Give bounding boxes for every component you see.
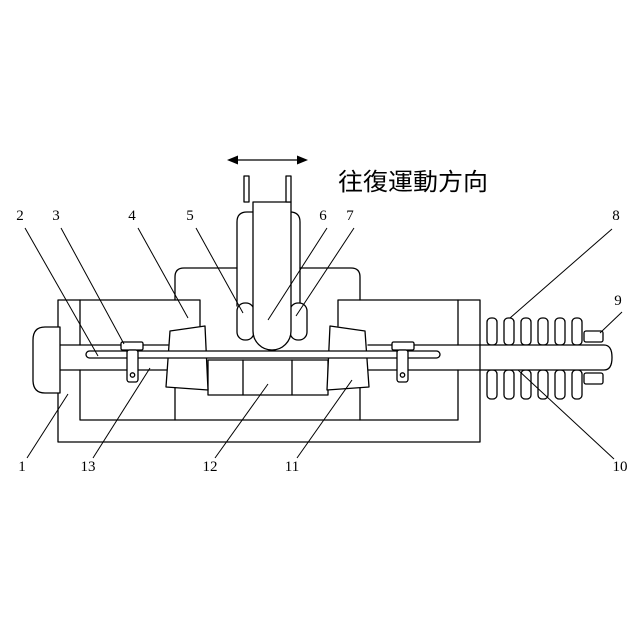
callout-label-8: 8 [612, 208, 620, 224]
reciprocating-direction-arrow [227, 156, 308, 165]
fork-prong-right [286, 176, 291, 202]
callout-label-2: 2 [16, 208, 24, 224]
spring-coil [538, 318, 548, 345]
callout-label-1: 1 [18, 459, 26, 475]
callout-label-11: 11 [285, 459, 299, 475]
arrow-head-left [227, 156, 238, 165]
clamp-left-cap [121, 342, 143, 350]
clamp-right-pin [400, 373, 404, 377]
clamp-right [392, 342, 414, 382]
spring-end-cap-bottom [584, 373, 603, 384]
callout-label-13: 13 [81, 459, 96, 475]
spring-coil [487, 370, 497, 399]
clamp-left-pin [130, 373, 134, 377]
bottom-block [208, 360, 328, 395]
spring-coil [572, 318, 582, 345]
handle-knob [33, 327, 60, 393]
pad-right [290, 303, 307, 340]
clamp-right-cap [392, 342, 414, 350]
spring-coil [521, 318, 531, 345]
spring-coil [487, 318, 497, 345]
leader-line-3 [61, 228, 124, 344]
pad-left [237, 303, 254, 340]
leader-line-1 [27, 394, 68, 458]
arrow-head-right [297, 156, 308, 165]
spring-coil [555, 318, 565, 345]
spring-coils-bottom [487, 370, 582, 399]
leader-lines [25, 228, 622, 459]
leader-line-13 [93, 368, 150, 458]
callout-label-7: 7 [346, 208, 354, 224]
spring-coil [504, 318, 514, 345]
leader-line-8 [510, 229, 612, 318]
motion-direction-caption: 往復運動方向 [338, 168, 488, 196]
callout-label-4: 4 [128, 208, 136, 224]
leader-line-4 [138, 228, 188, 318]
spring-assembly [480, 318, 612, 399]
spring-coil [572, 370, 582, 399]
spring-coil [538, 370, 548, 399]
bottom-block-body [208, 360, 328, 395]
leader-line-7 [296, 228, 354, 316]
leader-line-5 [196, 228, 243, 313]
spring-shaft [480, 345, 612, 370]
callout-label-3: 3 [52, 208, 60, 224]
callout-label-5: 5 [186, 208, 194, 224]
spring-coil [504, 370, 514, 399]
callout-label-9: 9 [614, 293, 622, 309]
fork-prong-left [244, 176, 249, 202]
clamp-left [121, 342, 143, 382]
reciprocating-slider [253, 202, 291, 350]
spring-coil [555, 370, 565, 399]
leader-line-9 [600, 312, 622, 333]
callout-label-12: 12 [203, 459, 218, 475]
callout-label-10: 10 [613, 459, 628, 475]
callout-label-6: 6 [319, 208, 327, 224]
rod [86, 351, 440, 358]
spring-coils-top [487, 318, 582, 345]
slider-fork-prongs [244, 176, 291, 202]
